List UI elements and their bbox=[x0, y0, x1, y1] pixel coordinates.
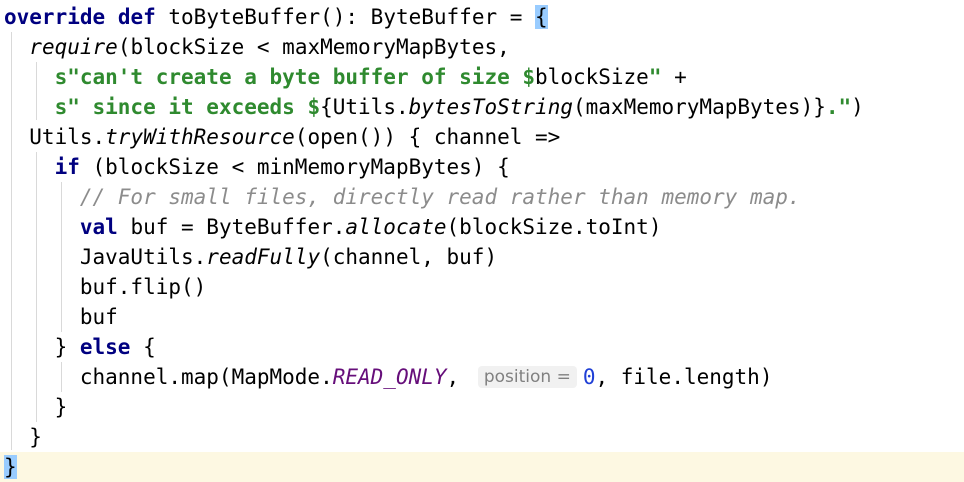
code-token: toByteBuffer(): ByteBuffer = bbox=[155, 5, 536, 29]
code-line[interactable]: } bbox=[0, 422, 964, 452]
code-token: {Utils. bbox=[320, 95, 409, 119]
code-token: (channel, buf) bbox=[320, 245, 498, 269]
string-token: $ bbox=[307, 95, 321, 119]
code-line-current[interactable]: } bbox=[0, 452, 964, 482]
keyword-token: if bbox=[54, 155, 80, 179]
indent-guide bbox=[61, 182, 62, 332]
code-token: (blockSize < maxMemoryMapBytes, bbox=[117, 35, 510, 59]
string-token: s" since it exceeds bbox=[54, 95, 308, 119]
code-token bbox=[4, 35, 29, 59]
code-line[interactable]: s" since it exceeds ${Utils.bytesToStrin… bbox=[0, 92, 964, 122]
code-token: buf = ByteBuffer. bbox=[117, 215, 346, 239]
code-token: (blockSize.toInt) bbox=[446, 215, 662, 239]
code-token: } bbox=[4, 395, 68, 419]
code-line[interactable]: channel.map(MapMode.READ_ONLY, position … bbox=[0, 362, 964, 392]
code-token: ) bbox=[851, 95, 864, 119]
code-line[interactable]: val buf = ByteBuffer.allocate(blockSize.… bbox=[0, 212, 964, 242]
indent-guide bbox=[36, 62, 37, 120]
code-line[interactable]: buf.flip() bbox=[0, 272, 964, 302]
string-token: $ bbox=[522, 65, 536, 89]
code-token: , file.length) bbox=[595, 365, 773, 389]
constant-token: READ_ONLY bbox=[332, 365, 447, 389]
indent-guide bbox=[36, 152, 37, 422]
code-token: + bbox=[661, 65, 687, 89]
number-literal: 0 bbox=[582, 365, 596, 389]
code-line[interactable]: // For small files, directly read rather… bbox=[0, 182, 964, 212]
code-token: { bbox=[130, 335, 156, 359]
string-token: " bbox=[648, 65, 662, 89]
string-token: s"can't create a byte buffer of size bbox=[54, 65, 523, 89]
code-line[interactable]: buf bbox=[0, 302, 964, 332]
method-call-token: readFully bbox=[206, 245, 321, 269]
method-call-token: tryWithResource bbox=[105, 125, 295, 149]
code-token: buf.flip() bbox=[4, 275, 207, 299]
code-token: JavaUtils. bbox=[4, 245, 207, 269]
code-token: (blockSize < minMemoryMapBytes) { bbox=[79, 155, 510, 179]
code-token bbox=[4, 185, 80, 209]
code-line[interactable]: override def toByteBuffer(): ByteBuffer … bbox=[0, 2, 964, 32]
indent-guide bbox=[11, 32, 12, 450]
code-token: (open()) { channel => bbox=[294, 125, 561, 149]
code-token: buf bbox=[4, 305, 118, 329]
code-line[interactable]: } else { bbox=[0, 332, 964, 362]
code-token: channel.map(MapMode. bbox=[4, 365, 333, 389]
parameter-hint: position = bbox=[477, 366, 577, 388]
matched-brace: } bbox=[4, 455, 17, 479]
code-token bbox=[4, 95, 55, 119]
code-token: } bbox=[4, 425, 42, 449]
code-token: (maxMemoryMapBytes)} bbox=[573, 95, 826, 119]
indent-guide bbox=[61, 362, 62, 392]
code-line[interactable]: if (blockSize < minMemoryMapBytes) { bbox=[0, 152, 964, 182]
keyword-token: val bbox=[79, 215, 118, 239]
method-call-token: bytesToString bbox=[408, 95, 573, 119]
code-token bbox=[4, 65, 55, 89]
code-token bbox=[4, 215, 80, 239]
method-call-token: allocate bbox=[345, 215, 447, 239]
code-token: } bbox=[4, 335, 80, 359]
code-line[interactable]: Utils.tryWithResource(open()) { channel … bbox=[0, 122, 964, 152]
method-call-token: require bbox=[29, 35, 118, 59]
comment-token: // For small files, directly read rather… bbox=[79, 185, 801, 209]
code-token: blockSize bbox=[535, 65, 649, 89]
code-line[interactable]: } bbox=[0, 392, 964, 422]
code-line[interactable]: require(blockSize < maxMemoryMapBytes, bbox=[0, 32, 964, 62]
string-token: ." bbox=[825, 95, 852, 119]
matched-brace: { bbox=[535, 5, 548, 29]
code-token: Utils. bbox=[4, 125, 106, 149]
code-token bbox=[4, 155, 55, 179]
code-token: , bbox=[446, 365, 472, 389]
code-token bbox=[105, 5, 118, 29]
code-line[interactable]: JavaUtils.readFully(channel, buf) bbox=[0, 242, 964, 272]
keyword-token: override bbox=[4, 5, 106, 29]
keyword-token: def bbox=[117, 5, 156, 29]
keyword-token: else bbox=[79, 335, 131, 359]
code-line[interactable]: s"can't create a byte buffer of size $bl… bbox=[0, 62, 964, 92]
